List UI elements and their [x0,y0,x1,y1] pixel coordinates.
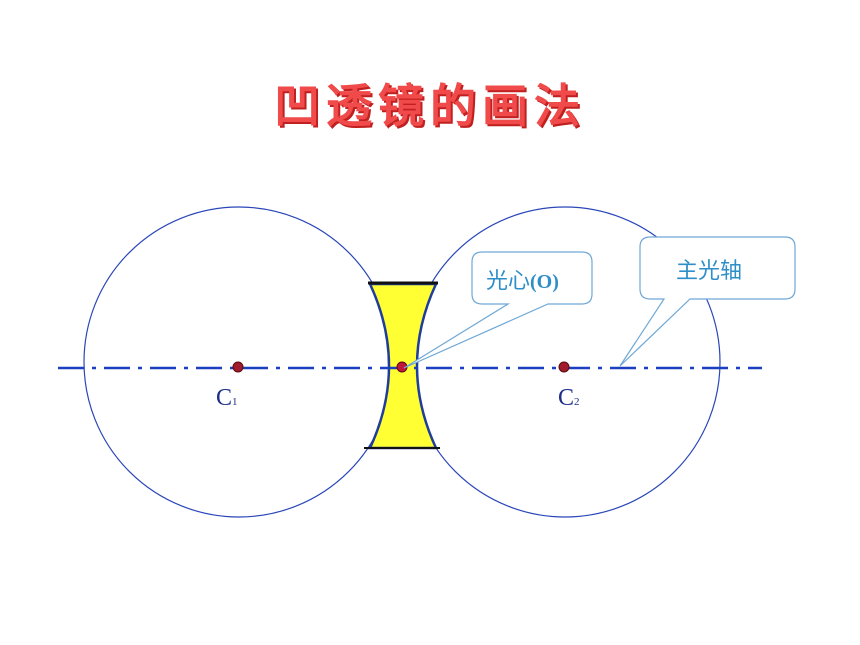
point-c2 [558,361,570,373]
label-c1-main: C [216,385,232,411]
label-c2-main: C [558,385,574,411]
principal-axis-callout [619,236,796,367]
page-title: 凹透镜的画法 [274,79,586,133]
label-c2-sub: 2 [574,396,580,408]
optical-center-label-paren: (O) [530,271,559,293]
optical-center-label-main: 光心 [486,269,530,294]
label-c2: C2 [558,385,580,411]
principal-axis-label: 主光轴 [676,259,742,284]
optical-center-callout [403,251,593,369]
label-c1: C1 [216,385,238,411]
label-c1-sub: 1 [232,396,238,408]
point-c1 [232,361,244,373]
optical-center-label: 光心(O) [486,269,559,294]
